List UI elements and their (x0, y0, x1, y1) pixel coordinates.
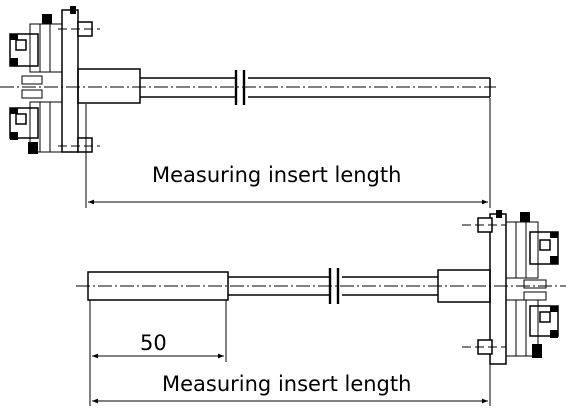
top-thermometer-assembly: Measuring insert length (0, 6, 496, 208)
bottom-sensor-tip (87, 271, 229, 301)
bottom-neck-tube (437, 269, 491, 303)
bottom-terminal-head (477, 210, 559, 365)
tip-dimension-label: 50 (140, 331, 167, 355)
top-neck-tube (77, 68, 141, 104)
bottom-dimension: Measuring insert length (92, 364, 491, 406)
top-terminal-head (9, 6, 93, 154)
bottom-tip-dimension: 50 (89, 300, 227, 406)
top-dimension: Measuring insert length (85, 98, 491, 208)
top-sheath (140, 70, 491, 105)
bottom-sheath (228, 268, 438, 304)
bottom-thermometer-assembly: 50 Measuring insert length (76, 210, 566, 406)
bottom-dimension-label: Measuring insert length (162, 372, 411, 396)
top-dimension-label: Measuring insert length (152, 163, 401, 187)
